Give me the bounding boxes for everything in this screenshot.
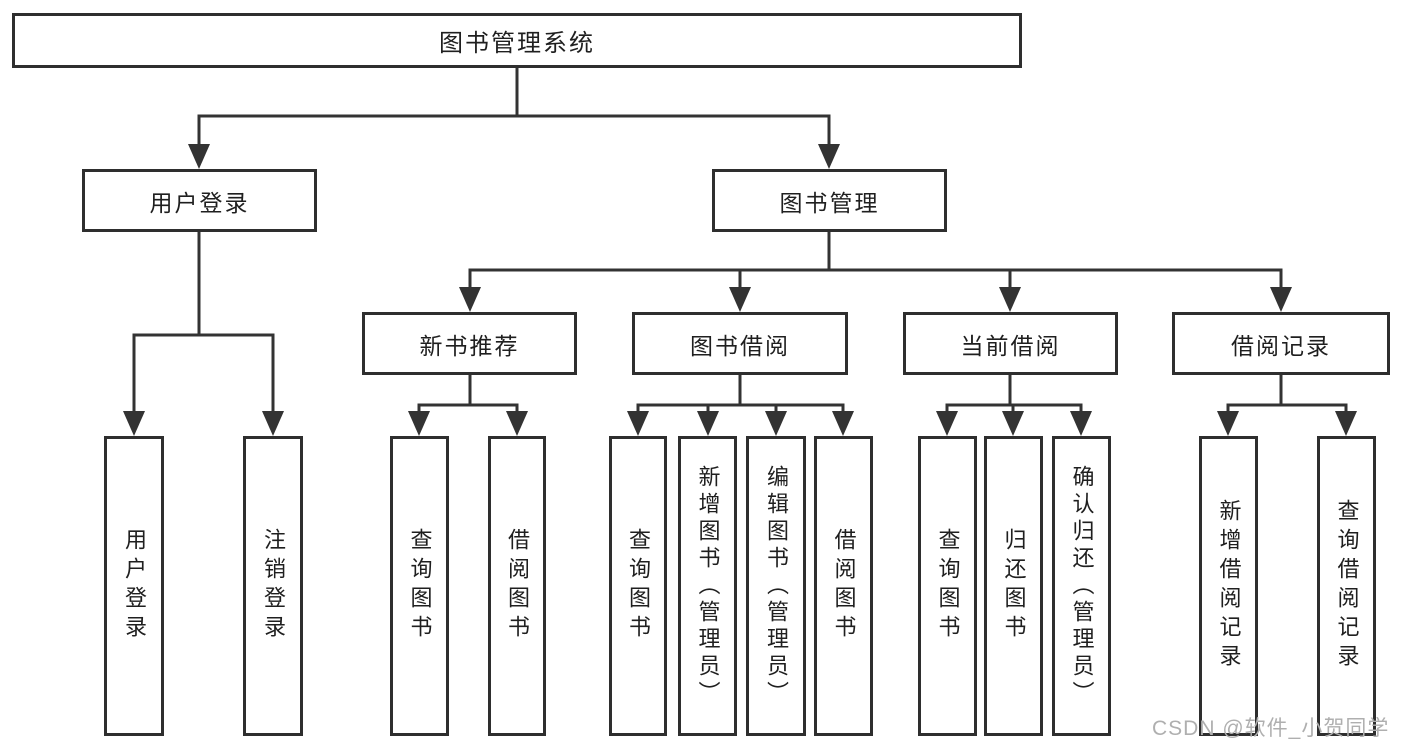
leaf-nbr-query-label: 查询图书 — [407, 528, 433, 644]
connector-book-borrow — [636, 375, 845, 414]
leaf-br-query: 查询借阅记录 — [1317, 436, 1376, 736]
leaf-bb-query: 查询图书 — [609, 436, 667, 736]
leaf-nbr-query: 查询图书 — [390, 436, 449, 736]
leaf-user-login: 用户登录 — [104, 436, 164, 736]
leaf-logout-label: 注销登录 — [261, 528, 286, 644]
leaf-bb-borrow: 借阅图书 — [814, 436, 873, 736]
leaf-cb-return: 归还图书 — [984, 436, 1043, 736]
leaf-nbr-borrow-label: 借阅图书 — [505, 528, 530, 644]
leaf-bb-borrow-label: 借阅图书 — [831, 528, 857, 644]
connector-root — [197, 68, 831, 145]
leaf-cb-confirm: 确认归还（管理员） — [1052, 436, 1111, 736]
leaf-br-add-label: 新增借阅记录 — [1216, 499, 1242, 673]
leaf-nbr-borrow: 借阅图书 — [488, 436, 546, 736]
node-root: 图书管理系统 — [12, 13, 1022, 68]
leaf-br-query-label: 查询借阅记录 — [1334, 499, 1360, 673]
leaf-cb-query-label: 查询图书 — [935, 528, 961, 644]
node-book-mgmt: 图书管理 — [712, 169, 947, 232]
connector-new-book-rec — [417, 375, 519, 414]
connector-borrow-record — [1226, 375, 1348, 414]
leaf-user-login-label: 用户登录 — [122, 528, 147, 644]
leaf-bb-edit: 编辑图书（管理员） — [746, 436, 806, 736]
leaf-br-add: 新增借阅记录 — [1199, 436, 1258, 736]
leaf-cb-query: 查询图书 — [918, 436, 977, 736]
connector-book-mgmt — [468, 232, 1283, 289]
leaf-bb-add: 新增图书（管理员） — [678, 436, 737, 736]
leaf-cb-return-label: 归还图书 — [1001, 528, 1027, 644]
node-book-borrow: 图书借阅 — [632, 312, 848, 375]
arrowheads — [123, 144, 1357, 436]
leaf-bb-query-label: 查询图书 — [626, 528, 651, 644]
leaf-logout: 注销登录 — [243, 436, 303, 736]
node-user-login: 用户登录 — [82, 169, 317, 232]
node-current-borrow: 当前借阅 — [903, 312, 1118, 375]
leaf-bb-add-label: 新增图书（管理员） — [695, 464, 721, 708]
node-borrow-record: 借阅记录 — [1172, 312, 1390, 375]
leaf-bb-edit-label: 编辑图书（管理员） — [764, 464, 789, 708]
watermark: CSDN @软件_小贺同学 — [1152, 717, 1390, 740]
node-new-book-rec: 新书推荐 — [362, 312, 577, 375]
connector-user-login — [132, 232, 275, 413]
connector-current-borrow — [945, 375, 1083, 414]
leaf-cb-confirm-label: 确认归还（管理员） — [1069, 464, 1095, 708]
